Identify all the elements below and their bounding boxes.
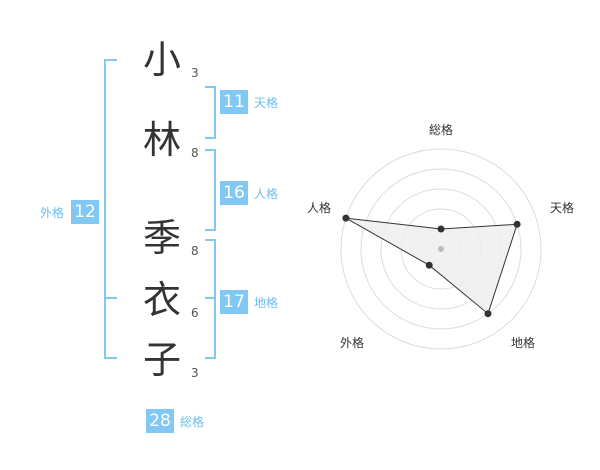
name-char-5: 子: [142, 338, 181, 382]
radar-point-1: [437, 225, 445, 233]
radar-grid-ring: [340, 148, 542, 350]
stroke-count-3: 8: [191, 244, 199, 258]
stroke-count-5: 3: [191, 366, 199, 380]
radar-points: [342, 214, 521, 318]
stroke-count-2: 8: [191, 146, 199, 160]
chikaku-value: 17: [220, 290, 248, 314]
gaikaku-bracket: [104, 59, 117, 359]
jinkaku-value: 16: [220, 181, 248, 205]
name-char-4: 衣: [142, 278, 181, 322]
gaikaku-label: 外格: [40, 206, 65, 220]
stroke-count-1: 3: [191, 66, 199, 80]
radar-center-point: [438, 246, 444, 252]
radar-label-soukaku: 総格: [429, 122, 453, 137]
jinkaku-label: 人格: [254, 187, 279, 201]
radar-label-chikaku: 地格: [511, 335, 535, 350]
jinkaku-bracket: [205, 149, 216, 231]
tenkaku-bracket: [205, 86, 216, 139]
tenkaku-value: 11: [220, 90, 248, 114]
stroke-count-4: 6: [191, 306, 199, 320]
soukaku-label: 総格: [180, 415, 205, 429]
radar-point-4: [425, 261, 433, 269]
radar-label-tenkaku: 天格: [550, 200, 574, 215]
name-char-2: 林: [142, 118, 181, 162]
chikaku-label: 地格: [254, 296, 279, 310]
tenkaku-label: 天格: [254, 96, 279, 110]
radar-point-2: [513, 220, 521, 228]
gaikaku-value: 12: [71, 200, 99, 224]
soukaku-value: 28: [146, 409, 174, 433]
radar-grid-ring: [360, 168, 522, 330]
name-char-3: 季: [142, 216, 181, 260]
radar-point-3: [484, 310, 492, 318]
radar-label-jinkaku: 人格: [307, 200, 331, 215]
radar-label-gaikaku: 外格: [340, 335, 364, 350]
name-char-1: 小: [142, 38, 181, 82]
radar-point-5: [342, 214, 350, 222]
